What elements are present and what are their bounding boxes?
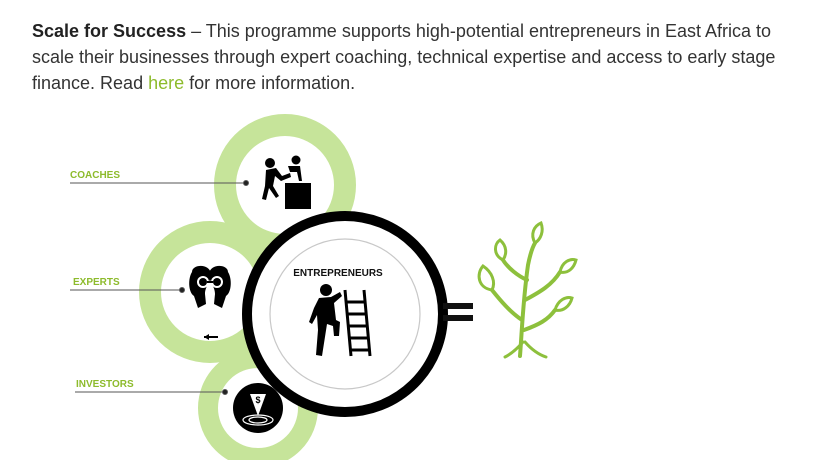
intro-text-end: for more information. [184, 73, 356, 93]
experts-heads-icon [189, 265, 231, 308]
entrepreneurs-circle [242, 211, 448, 417]
intro-text: This programme supports high-potential e… [32, 21, 776, 93]
investment-target-icon: $ [233, 383, 283, 433]
coach-lifting-icon [262, 155, 311, 209]
svg-text:$: $ [255, 395, 260, 405]
growing-plant-icon [477, 221, 578, 359]
label-coaches: COACHES [70, 170, 120, 181]
intro-title: Scale for Success [32, 21, 187, 41]
label-entrepreneurs: ENTREPRENEURS [293, 268, 383, 279]
arrow-left-icon [204, 334, 218, 340]
climbing-ladder-icon [309, 284, 372, 357]
equals-icon [443, 303, 473, 321]
label-lines [70, 180, 249, 395]
label-experts: EXPERTS [73, 277, 120, 288]
intro-dash: – [186, 21, 206, 41]
label-investors: INVESTORS [76, 379, 134, 390]
intro-paragraph: Scale for Success – This programme suppo… [32, 18, 792, 96]
read-more-link[interactable]: here [148, 73, 185, 93]
